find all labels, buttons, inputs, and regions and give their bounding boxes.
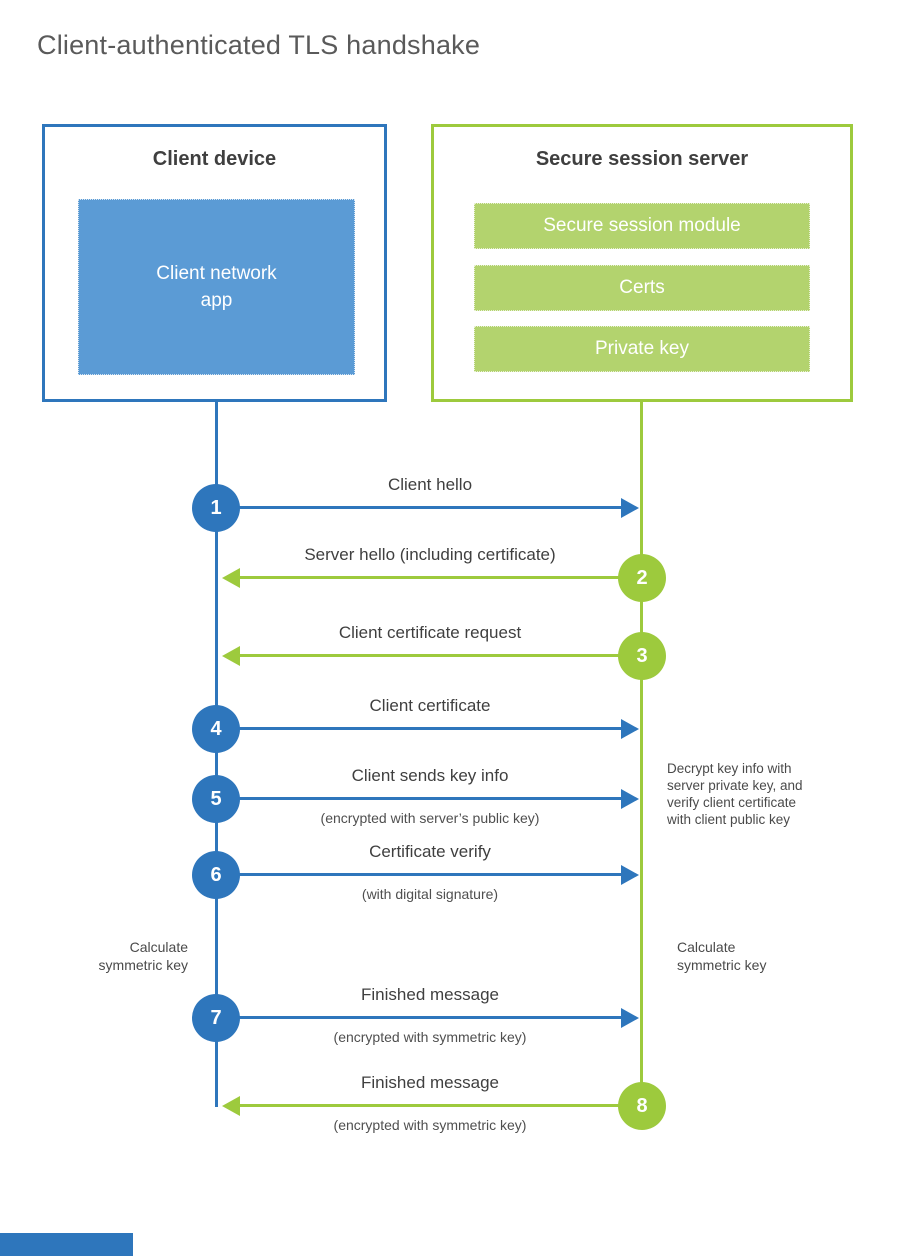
step-3-circle: 3 <box>618 632 666 680</box>
client-device-box: Client device Client network app <box>42 124 387 402</box>
step-8-circle: 8 <box>618 1082 666 1130</box>
step-5-label: Client sends key info <box>351 766 509 785</box>
step-1-arrowhead-icon <box>621 498 639 518</box>
step-5-circle: 5 <box>192 775 240 823</box>
step-4-number: 4 <box>210 718 222 740</box>
step-3-label: Client certificate request <box>338 623 522 642</box>
step-8-arrowhead-icon <box>222 1096 240 1116</box>
step-4-arrow-line <box>216 727 621 730</box>
step-1-label: Client hello <box>387 475 473 494</box>
decrypt-key-note: Decrypt key info with server private key… <box>667 761 803 827</box>
step-6-sublabel: (with digital signature) <box>361 886 499 902</box>
step-8-arrow-line <box>240 1104 642 1107</box>
server-module-secure-session: Secure session module <box>474 203 810 249</box>
server-box: Secure session server Secure session mod… <box>431 124 853 402</box>
step-2-circle: 2 <box>618 554 666 602</box>
step-1-arrow-line <box>216 506 621 509</box>
footer-bar <box>0 1233 133 1256</box>
step-7-circle: 7 <box>192 994 240 1042</box>
step-5-arrowhead-icon <box>621 789 639 809</box>
step-6-arrow-line <box>216 873 621 876</box>
step-7-label: Finished message <box>361 985 499 1004</box>
step-7-number: 7 <box>210 1007 222 1029</box>
server-title: Secure session server <box>535 148 749 170</box>
step-2-arrow-line <box>240 576 642 579</box>
client-lifeline <box>215 402 218 1107</box>
step-3-number: 3 <box>636 645 648 667</box>
step-8-sublabel: (encrypted with symmetric key) <box>333 1117 527 1133</box>
server-lifeline <box>640 402 643 1106</box>
step-6-number: 6 <box>210 864 222 886</box>
step-2-label: Server hello (including certificate) <box>304 545 556 564</box>
client-network-app-box: Client network app <box>78 199 355 375</box>
step-3-arrow-line <box>240 654 642 657</box>
step-2-arrowhead-icon <box>222 568 240 588</box>
step-6-circle: 6 <box>192 851 240 899</box>
server-module-private-key: Private key <box>474 326 810 372</box>
step-6-label: Certificate verify <box>369 842 491 861</box>
step-7-arrow-line <box>216 1016 621 1019</box>
calculate-symmetric-key-server-note: Calculate symmetric key <box>677 939 767 973</box>
calculate-symmetric-key-client-note: Calculate symmetric key <box>98 939 188 973</box>
step-4-label: Client certificate <box>369 696 491 715</box>
step-1-circle: 1 <box>192 484 240 532</box>
step-7-sublabel: (encrypted with symmetric key) <box>333 1029 527 1045</box>
step-4-circle: 4 <box>192 705 240 753</box>
step-8-label: Finished message <box>361 1073 499 1092</box>
step-3-arrowhead-icon <box>222 646 240 666</box>
step-4-arrowhead-icon <box>621 719 639 739</box>
client-device-title: Client device <box>152 148 277 170</box>
step-5-arrow-line <box>216 797 621 800</box>
step-8-number: 8 <box>636 1095 648 1117</box>
step-5-sublabel: (encrypted with server’s public key) <box>320 810 540 826</box>
step-6-arrowhead-icon <box>621 865 639 885</box>
server-module-certs: Certs <box>474 265 810 311</box>
step-5-number: 5 <box>210 788 222 810</box>
client-network-app-label: Client network app <box>156 263 277 311</box>
step-7-arrowhead-icon <box>621 1008 639 1028</box>
step-2-number: 2 <box>636 567 648 589</box>
page-title: Client-authenticated TLS handshake <box>37 30 481 60</box>
step-1-number: 1 <box>210 497 222 519</box>
